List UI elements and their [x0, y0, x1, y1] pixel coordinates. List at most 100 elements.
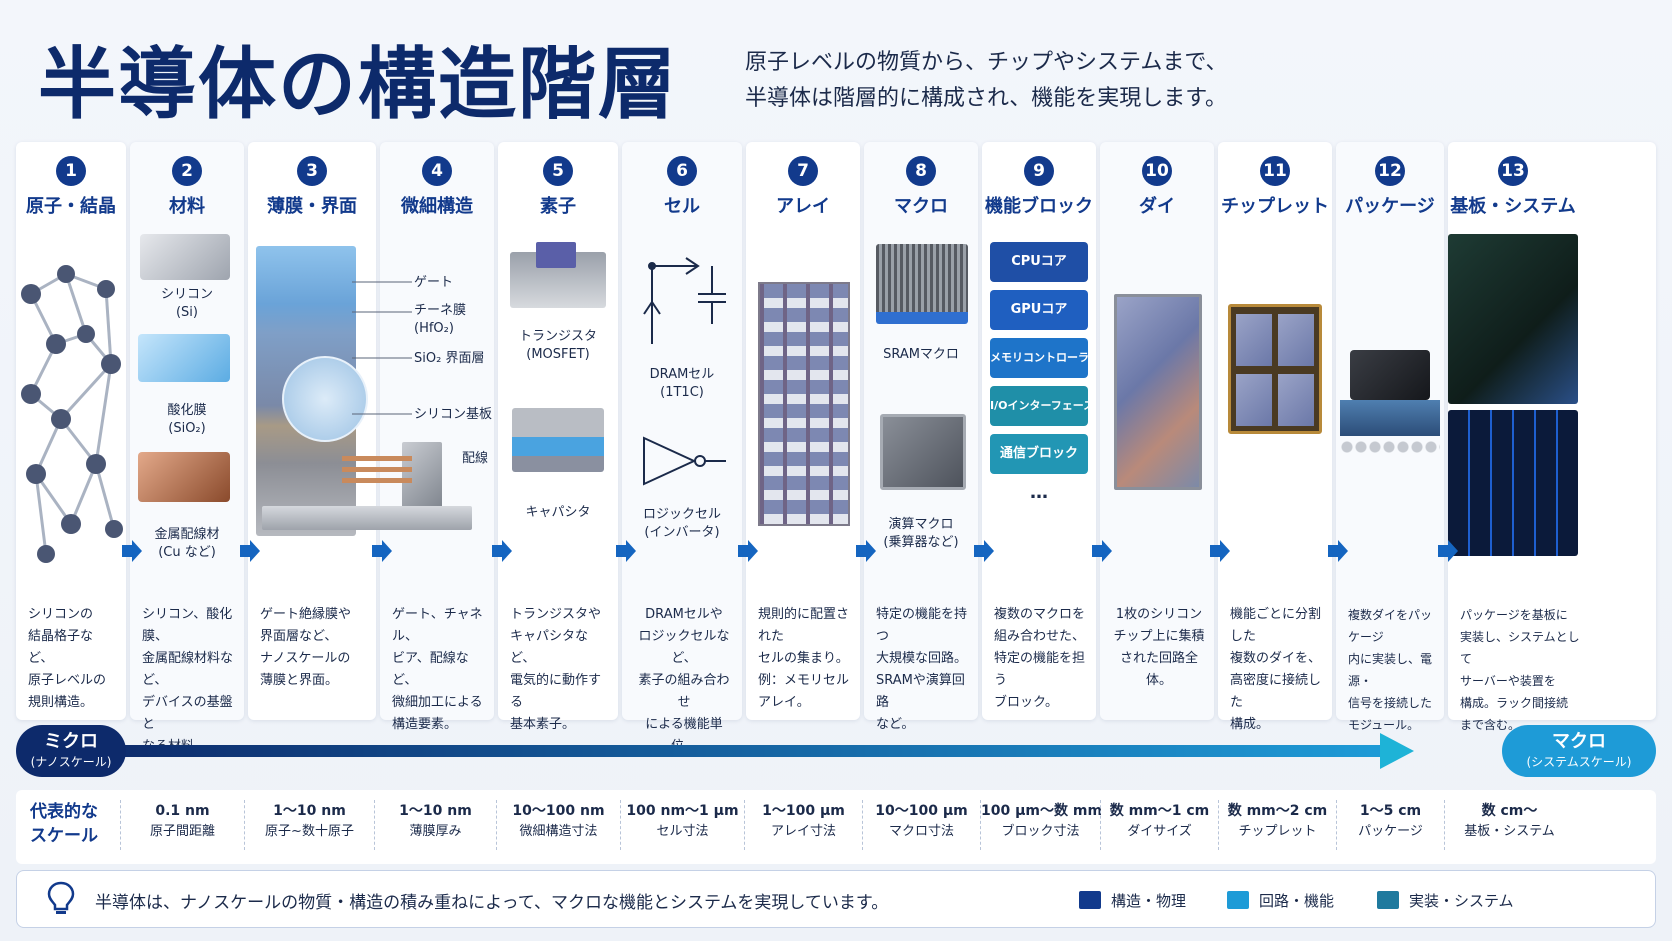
column-title: 原子・結晶: [26, 196, 116, 217]
thin-film-illustration: ゲート チーネ膜(HfO₂) SiO₂ 界面層 シリコン基板 配線: [252, 246, 492, 606]
step-number: 13: [1498, 156, 1528, 186]
macro-illustration: SRAMマクロ 演算マクロ(乗算器など): [864, 234, 978, 594]
copper-block: [138, 452, 230, 502]
column-description: ゲート絶縁膜や界面層など、 ナノスケールの薄膜と界面。: [260, 607, 352, 688]
column-macro: 8 マクロ SRAMマクロ 演算マクロ(乗算器など) 特定の機能を持つ大規模な回…: [864, 142, 978, 732]
arrow-right-icon: [616, 540, 636, 562]
label-leader-lines: [352, 281, 412, 415]
column-description: 複数のマクロを組み合わせた、 特定の機能を担うブロック。: [994, 607, 1086, 710]
column-materials: 2 材料 シリコン(Si) 酸化膜(SiO₂) 金属配線材(Cu など) シリコ…: [130, 142, 244, 754]
package-illustration: [1336, 234, 1444, 594]
server-rack-photo: [1448, 410, 1578, 556]
chiplet-die-2: [1278, 314, 1314, 366]
arrow-right-icon: [974, 540, 994, 562]
summary-message: 半導体は、ナノスケールの物質・構造の積み重ねによって、マクロな機能とシステムを実…: [95, 893, 889, 913]
step-number: 2: [172, 156, 202, 186]
gate-label: ゲート: [414, 275, 454, 290]
column-atom-crystal: 1 原子・結晶 シリコンの 結: [16, 142, 126, 720]
column-description: トランジスタやキャパシタなど、 電気的に動作する基本素子。: [510, 607, 602, 732]
page-title: 半導体の構造階層: [38, 40, 679, 130]
dram-cell-schematic-icon: [643, 257, 726, 344]
arrow-right-icon: [372, 540, 392, 562]
chiplet-die-1: [1236, 314, 1272, 366]
lightbulb-icon: [47, 881, 75, 914]
column-description: 機能ごとに分割した複数のダイを、 高密度に接続した構成。: [1230, 607, 1322, 732]
function-block-stack: CPUコア GPUコア メモリコントローラ I/Oインターフェース 通信ブロック…: [982, 234, 1096, 594]
column-function-block: 9 機能ブロック CPUコア GPUコア メモリコントローラ I/Oインターフェ…: [982, 142, 1096, 720]
scale-gradient-arrow: [96, 745, 1386, 757]
motherboard-photo: [1448, 234, 1578, 404]
step-number: 11: [1260, 156, 1290, 186]
silicon-label: シリコン(Si): [160, 287, 213, 320]
arrow-right-icon: [1210, 540, 1230, 562]
scale-table-header: 代表的なスケール: [30, 802, 98, 846]
column-array: 7 アレイ 規則的に配置されたセルの集まり。 例：メモリセルアレイ。: [746, 142, 860, 720]
chiplet-die-4: [1278, 374, 1314, 426]
column-description: パッケージを基板に実装し、システムとして サーバーや装置を構成。ラック間接続 ま…: [1460, 608, 1580, 732]
column-chiplet: 11 チップレット 機能ごとに分割した複数のダイを、 高密度に接続した構成。: [1218, 142, 1332, 732]
arrow-right-icon: [492, 540, 512, 562]
legend-swatch: [1227, 891, 1249, 909]
column-board-system: 13 基板・システム パッケージを基板に実装し、システムとして サーバーや装置を…: [1448, 142, 1656, 732]
atom-zoom-circle: [282, 356, 368, 442]
cell-illustration: DRAMセル(1T1C) ロジックセル(インバータ): [622, 234, 742, 594]
sio2-label: SiO₂ 界面層: [414, 351, 485, 366]
legend-swatch: [1079, 891, 1101, 909]
micro-pill: ミクロ (ナノスケール): [16, 725, 126, 777]
arrow-right-icon: [240, 540, 260, 562]
column-title: セル: [664, 196, 700, 217]
arrow-right-icon: [1328, 540, 1348, 562]
more-blocks: …: [1030, 482, 1048, 503]
oxide-label: 酸化膜(SiO₂): [167, 403, 207, 436]
column-title: 基板・システム: [1450, 196, 1576, 217]
sram-macro-label: SRAMマクロ: [883, 347, 959, 362]
transistor-label: トランジスタ(MOSFET): [518, 329, 597, 362]
column-title: 機能ブロック: [985, 196, 1093, 217]
summary-footer: 半導体は、ナノスケールの物質・構造の積み重ねによって、マクロな機能とシステムを実…: [16, 870, 1656, 928]
device-illustration: トランジスタ(MOSFET) キャパシタ: [498, 234, 618, 594]
column-title: 素子: [540, 196, 576, 217]
block-comm: 通信ブロック: [990, 434, 1088, 474]
arrow-right-icon: [122, 540, 142, 562]
column-package: 12 パッケージ 複数ダイをパッケージ内に実装し、電源・ 信号を接続したモジュー…: [1336, 142, 1444, 732]
package-substrate: [1340, 400, 1440, 436]
macro-pill: マクロ (システムスケール): [1502, 725, 1656, 777]
column-description: シリコン、酸化膜、金属配線材料など、 デバイスの基盤となる材料。: [142, 607, 234, 754]
scale-arrowhead-icon: [1380, 733, 1414, 769]
solder-balls: [1340, 440, 1440, 454]
base-plate: [262, 506, 472, 530]
sram-macro-block: [876, 244, 968, 324]
system-illustration: [1448, 234, 1656, 594]
column-device: 5 素子 トランジスタ(MOSFET) キャパシタ トランジスタやキャパシタなど…: [498, 142, 618, 732]
substrate-label: シリコン基板: [414, 407, 493, 422]
step-number: 10: [1142, 156, 1172, 186]
column-cell: 6 セル DRAMセル(1T1C) ロジックセル: [622, 142, 742, 754]
compute-macro-label: 演算マクロ(乗算器など): [883, 517, 959, 550]
step-number: 7: [788, 156, 818, 186]
column-description: 複数ダイをパッケージ内に実装し、電源・ 信号を接続したモジュール。: [1348, 608, 1433, 732]
chiplet-illustration: [1218, 234, 1332, 594]
step-number: 3: [297, 156, 327, 186]
silicon-die: [1114, 294, 1202, 490]
column-title: パッケージ: [1345, 196, 1435, 217]
wiring-label: 配線: [462, 451, 489, 466]
package-lid: [1350, 350, 1430, 400]
chiplet-die-3: [1236, 374, 1272, 426]
step-number: 6: [667, 156, 697, 186]
block-cpu: CPUコア: [990, 242, 1088, 282]
hierarchy-columns: 1 原子・結晶 シリコンの 結: [16, 142, 1656, 754]
arrow-right-icon: [738, 540, 758, 562]
memory-cell-grid: [758, 282, 850, 526]
column-microstructure: 4 微細構造 ゲート、チャネル、ビア、配線など、 微細加工による構造要素。: [380, 142, 494, 732]
scale-cell: 数 cm～基板・システム: [1444, 800, 1574, 850]
logic-cell-label: ロジックセル(インバータ): [642, 507, 721, 540]
column-title: ダイ: [1139, 196, 1175, 217]
arrow-right-icon: [1438, 540, 1458, 562]
